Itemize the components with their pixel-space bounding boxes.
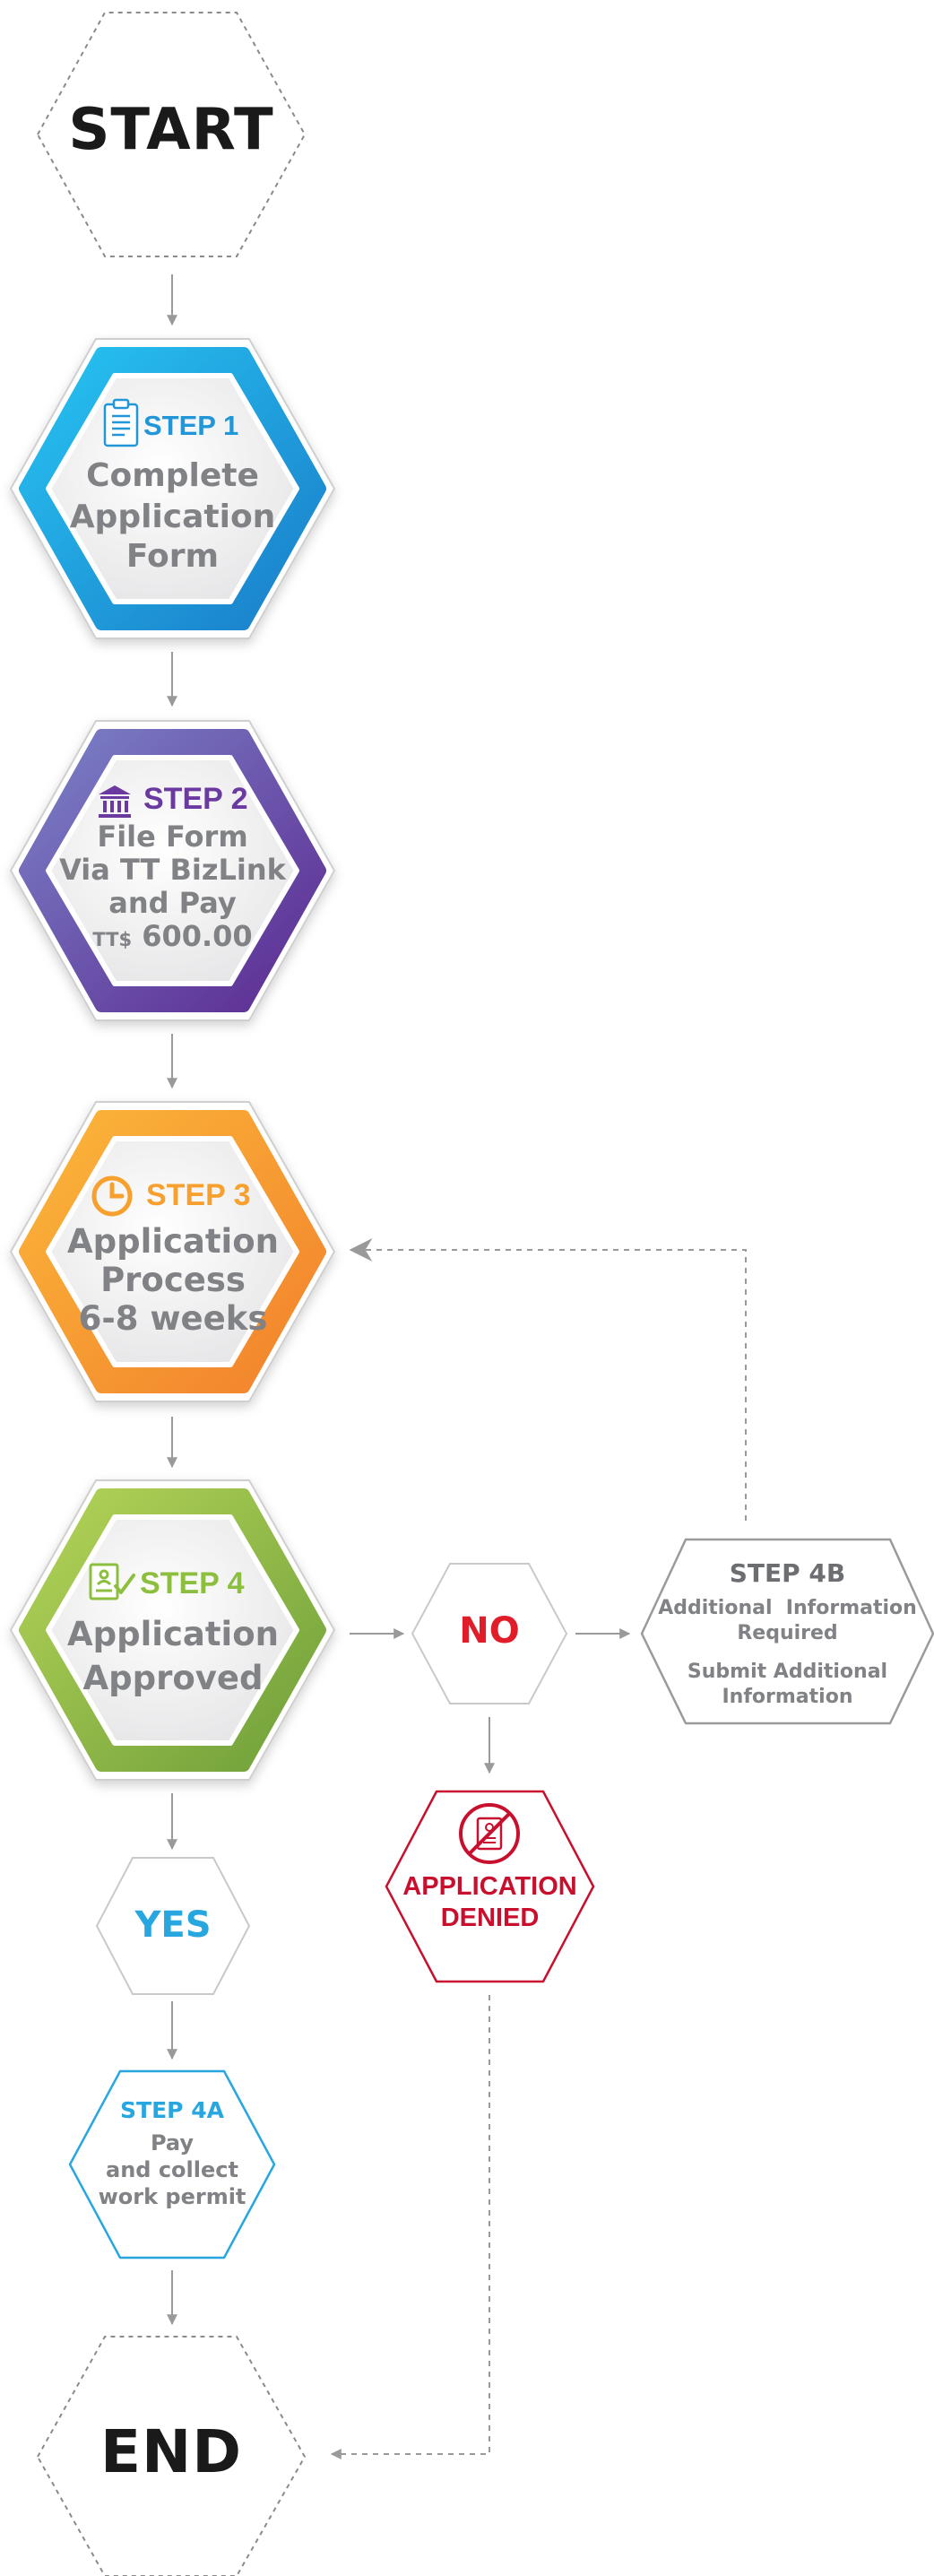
clock-icon bbox=[91, 1175, 133, 1217]
approved-document-icon bbox=[89, 1563, 135, 1600]
start-label: START bbox=[38, 97, 305, 163]
step2-line-2: Via TT BizLink bbox=[59, 853, 286, 887]
step4b-title: STEP 4B bbox=[729, 1558, 846, 1588]
step4-line-2: Approved bbox=[82, 1659, 264, 1697]
step1-line-2: Application bbox=[69, 499, 276, 535]
step2-fee: TT$ 600.00 bbox=[36, 919, 309, 953]
step4a-node bbox=[68, 2069, 276, 2259]
denied-line-2: DENIED bbox=[440, 1904, 540, 1932]
step4b-line-2: Required bbox=[737, 1622, 838, 1644]
step4a-title: STEP 4A bbox=[120, 2097, 224, 2123]
step1-line-3: Form bbox=[125, 538, 220, 575]
step4-title: STEP 4 bbox=[140, 1566, 245, 1600]
step4a-line-3: work permit bbox=[98, 2184, 246, 2209]
step4b-line-1: Additional Information bbox=[658, 1597, 917, 1619]
step4-node bbox=[9, 1479, 336, 1781]
step4-line-1: Application bbox=[66, 1615, 279, 1653]
no-document-icon bbox=[459, 1803, 520, 1864]
yes-label: YES bbox=[134, 1904, 212, 1946]
start-text: START bbox=[68, 97, 274, 163]
step3-title: STEP 3 bbox=[146, 1178, 251, 1212]
step2-node bbox=[9, 720, 336, 1021]
step4b-line-4: Information bbox=[722, 1686, 853, 1708]
connector-denied-end-dashed bbox=[330, 1995, 490, 2459]
end-label: END bbox=[38, 2417, 305, 2486]
step2-amount: 600.00 bbox=[142, 919, 253, 953]
bank-icon bbox=[99, 785, 131, 818]
start-node bbox=[36, 12, 307, 257]
yes-node bbox=[95, 1857, 251, 1995]
denied-node bbox=[385, 1790, 595, 1983]
step4b-node bbox=[640, 1538, 934, 1725]
no-label: NO bbox=[459, 1610, 520, 1652]
no-node bbox=[411, 1563, 568, 1704]
step3-line-2: Process bbox=[100, 1261, 246, 1299]
step4a-line-2: and collect bbox=[106, 2157, 238, 2182]
step1-title: STEP 1 bbox=[143, 410, 239, 441]
step1-line-1: Complete bbox=[86, 457, 259, 494]
step2-currency: TT$ bbox=[92, 929, 133, 950]
step4b-line-3: Submit Additional bbox=[687, 1661, 888, 1683]
step2-line-3: and Pay bbox=[108, 886, 237, 920]
step2-title: STEP 2 bbox=[143, 782, 248, 816]
end-node bbox=[36, 2336, 307, 2576]
step2-line-1: File Form bbox=[97, 820, 248, 854]
denied-line-1: APPLICATION bbox=[402, 1872, 577, 1901]
step3-line-1: Application bbox=[66, 1222, 279, 1261]
step3-line-3: 6-8 weeks bbox=[78, 1299, 268, 1338]
end-text: END bbox=[99, 2417, 243, 2486]
step4a-line-1: Pay bbox=[150, 2130, 195, 2155]
connector-step4b-step3-dashed bbox=[349, 1238, 747, 1521]
clipboard-icon bbox=[103, 398, 139, 447]
